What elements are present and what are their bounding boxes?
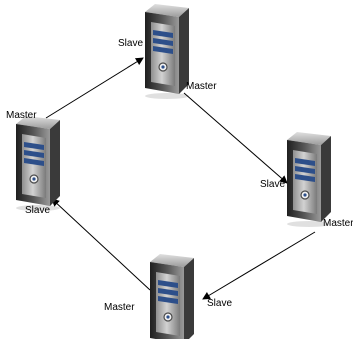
- bottom-master-label: Master: [104, 302, 135, 313]
- edge-top-to-right: [183, 92, 288, 184]
- server-tower-icon: [15, 115, 61, 212]
- top-slave-label: Slave: [118, 38, 144, 49]
- edge-bottom-to-left: [51, 198, 151, 291]
- bottom-slave-label: Slave: [207, 298, 233, 309]
- server-tower-icon: [144, 3, 190, 100]
- left-master-label: Master: [6, 110, 37, 121]
- edge-right-to-bottom: [202, 231, 316, 300]
- top-master-label: Master: [186, 81, 217, 92]
- server-tower-icon: [149, 253, 195, 339]
- edge-left-to-top: [45, 57, 144, 119]
- right-master-label: Master: [323, 218, 353, 229]
- server-tower-icon: [286, 131, 332, 228]
- right-slave-label: Slave: [260, 179, 286, 190]
- left-slave-label: Slave: [25, 205, 51, 216]
